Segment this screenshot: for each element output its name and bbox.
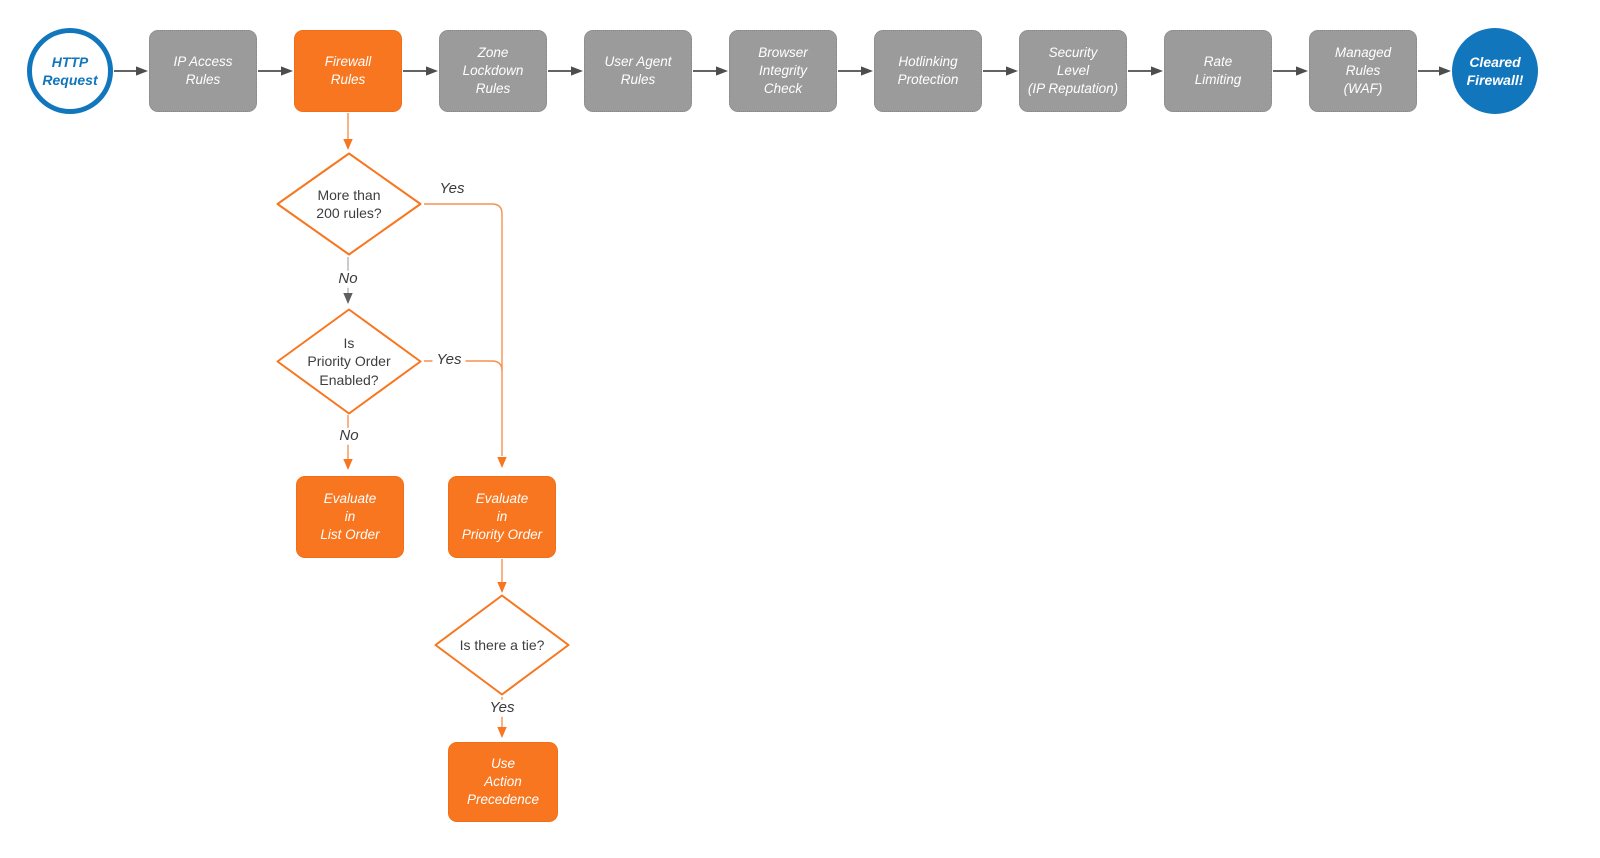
decision-priority-order-enabled: Is Priority Order Enabled? xyxy=(276,308,422,415)
step-label: Rules xyxy=(475,80,511,96)
step-label: Rate xyxy=(1203,54,1233,70)
start-node-label: Request xyxy=(42,72,98,88)
step-label: (WAF) xyxy=(1343,80,1383,96)
step-label: (IP Reputation) xyxy=(1027,80,1119,96)
step-rate-limiting: Rate Limiting xyxy=(1164,30,1272,112)
edge-label-yes: Yes xyxy=(435,180,469,198)
action-evaluate-in-list-order: Evaluate in List Order xyxy=(296,476,404,558)
edge-label-no: No xyxy=(335,427,363,445)
step-label: Firewall xyxy=(324,54,372,70)
edge-label-yes: Yes xyxy=(485,699,519,717)
action-label: Priority Order xyxy=(461,526,543,542)
end-node-cleared-firewall: Cleared Firewall! xyxy=(1452,28,1538,114)
step-label: Rules xyxy=(185,72,221,87)
step-label: Limiting xyxy=(1194,72,1242,87)
decision-text: Priority Order xyxy=(307,353,391,370)
step-zone-lockdown-rules: Zone Lockdown Rules xyxy=(439,30,547,112)
action-label: List Order xyxy=(320,526,380,542)
decision-text: Enabled? xyxy=(319,371,379,388)
step-user-agent-rules: User Agent Rules xyxy=(584,30,692,112)
decision-is-there-a-tie: Is there a tie? xyxy=(434,594,570,696)
action-evaluate-in-priority-order: Evaluate in Priority Order xyxy=(448,476,556,558)
step-label: Rules xyxy=(330,72,366,87)
step-managed-rules-waf: Managed Rules (WAF) xyxy=(1309,30,1417,112)
decision-more-than-200-rules: More than 200 rules? xyxy=(276,152,422,256)
action-label: in xyxy=(496,509,508,525)
step-firewall-rules: Firewall Rules xyxy=(294,30,402,112)
step-label: IP Access xyxy=(173,54,233,70)
action-label: Use xyxy=(490,756,515,772)
step-hotlinking-protection: Hotlinking Protection xyxy=(874,30,982,112)
step-label: User Agent xyxy=(604,54,672,70)
step-label: Level xyxy=(1056,63,1090,79)
step-label: Rules xyxy=(620,72,656,87)
diamond-shape xyxy=(276,308,422,415)
decision-text: 200 rules? xyxy=(316,205,382,221)
action-label: Evaluate xyxy=(323,491,377,507)
diamond-shape xyxy=(276,152,422,256)
action-label: Evaluate xyxy=(475,491,529,507)
end-node-label: Cleared xyxy=(1469,53,1521,70)
step-label: Protection xyxy=(897,72,959,87)
start-node-label: HTTP xyxy=(51,53,89,70)
decision-text: More than xyxy=(317,186,381,203)
diamond-shape xyxy=(434,594,570,696)
decision-text: Is xyxy=(343,335,355,352)
step-label: Rules xyxy=(1345,63,1381,79)
edge-label-no: No xyxy=(334,270,362,288)
action-label: in xyxy=(344,509,356,525)
step-label: Managed xyxy=(1334,45,1392,61)
step-security-level: Security Level (IP Reputation) xyxy=(1019,30,1127,112)
step-label: Browser xyxy=(758,45,808,61)
step-ip-access-rules: IP Access Rules xyxy=(149,30,257,112)
step-label: Hotlinking xyxy=(898,54,958,70)
end-node-label: Firewall! xyxy=(1466,72,1524,88)
start-node-http-request: HTTP Request xyxy=(27,28,113,114)
step-label: Lockdown xyxy=(462,63,524,79)
step-label: Check xyxy=(763,80,803,96)
edge-label-yes: Yes xyxy=(432,351,466,369)
step-label: Zone xyxy=(477,45,509,61)
step-browser-integrity-check: Browser Integrity Check xyxy=(729,30,837,112)
step-label: Integrity xyxy=(758,63,808,79)
step-label: Security xyxy=(1048,45,1098,61)
decision-text: Is there a tie? xyxy=(459,636,545,653)
action-label: Action xyxy=(484,774,522,790)
action-label: Precedence xyxy=(466,791,540,807)
action-use-action-precedence: Use Action Precedence xyxy=(448,742,558,822)
